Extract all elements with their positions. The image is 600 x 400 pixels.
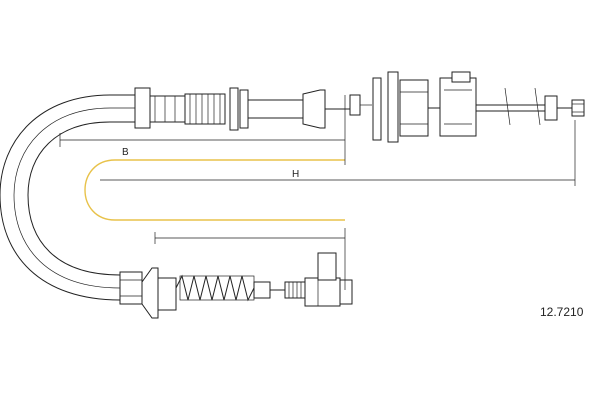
upper-end-fittings bbox=[134, 71, 585, 143]
cable-sheath bbox=[0, 94, 150, 301]
part-number: 12.7210 bbox=[540, 305, 584, 319]
dimension-lines bbox=[59, 95, 576, 290]
dimension-label-h: H bbox=[292, 169, 299, 180]
dimension-label-b: B bbox=[122, 147, 129, 158]
inner-wire-guide bbox=[84, 159, 345, 221]
lower-end-fittings bbox=[119, 252, 353, 319]
